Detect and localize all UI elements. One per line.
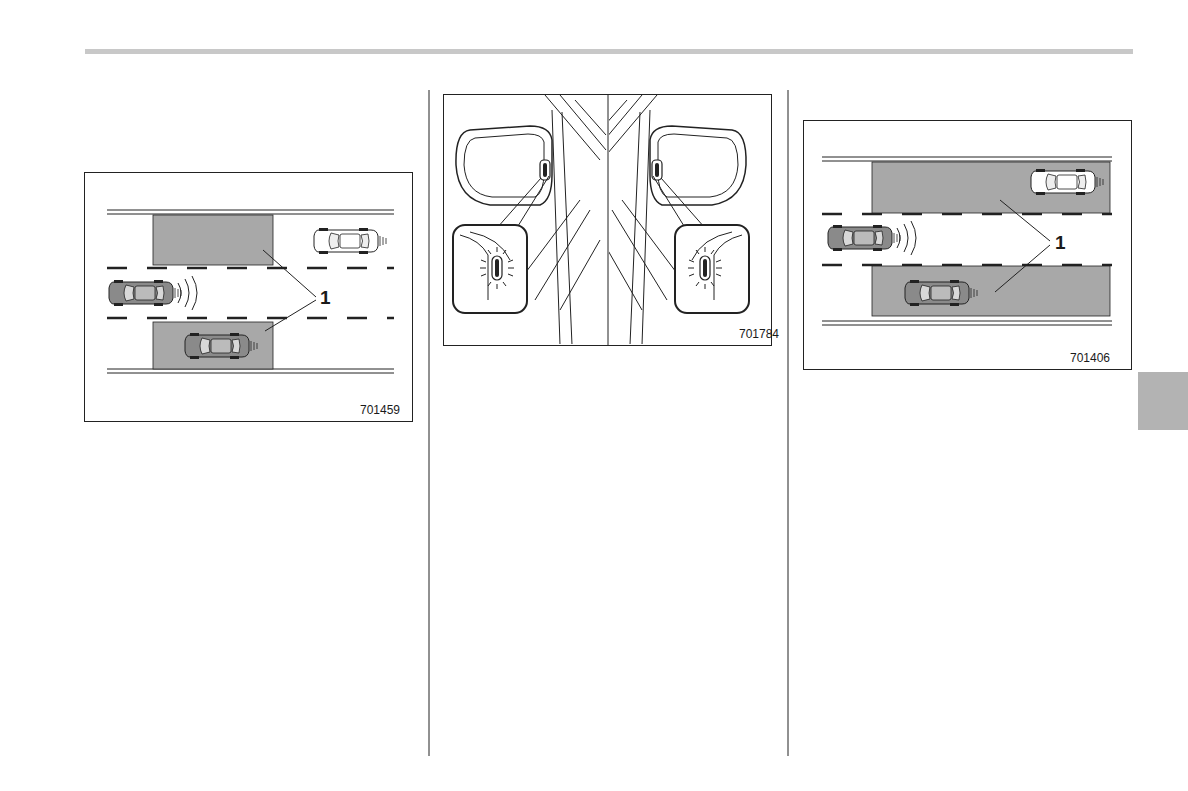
callout-number: 1 xyxy=(320,288,331,307)
column-divider xyxy=(788,90,789,756)
header-rule xyxy=(85,49,1133,54)
mirror-indicator-figure xyxy=(444,95,772,346)
chapter-tab xyxy=(1138,372,1188,430)
blind-spot-figure xyxy=(85,173,413,422)
callout-number: 1 xyxy=(1055,233,1066,252)
figure-number: 701406 xyxy=(1070,352,1110,364)
figure-number: 701459 xyxy=(360,404,400,416)
figure-number: 701784 xyxy=(739,328,779,340)
lane-change-figure xyxy=(804,121,1132,370)
column-divider xyxy=(429,90,430,756)
